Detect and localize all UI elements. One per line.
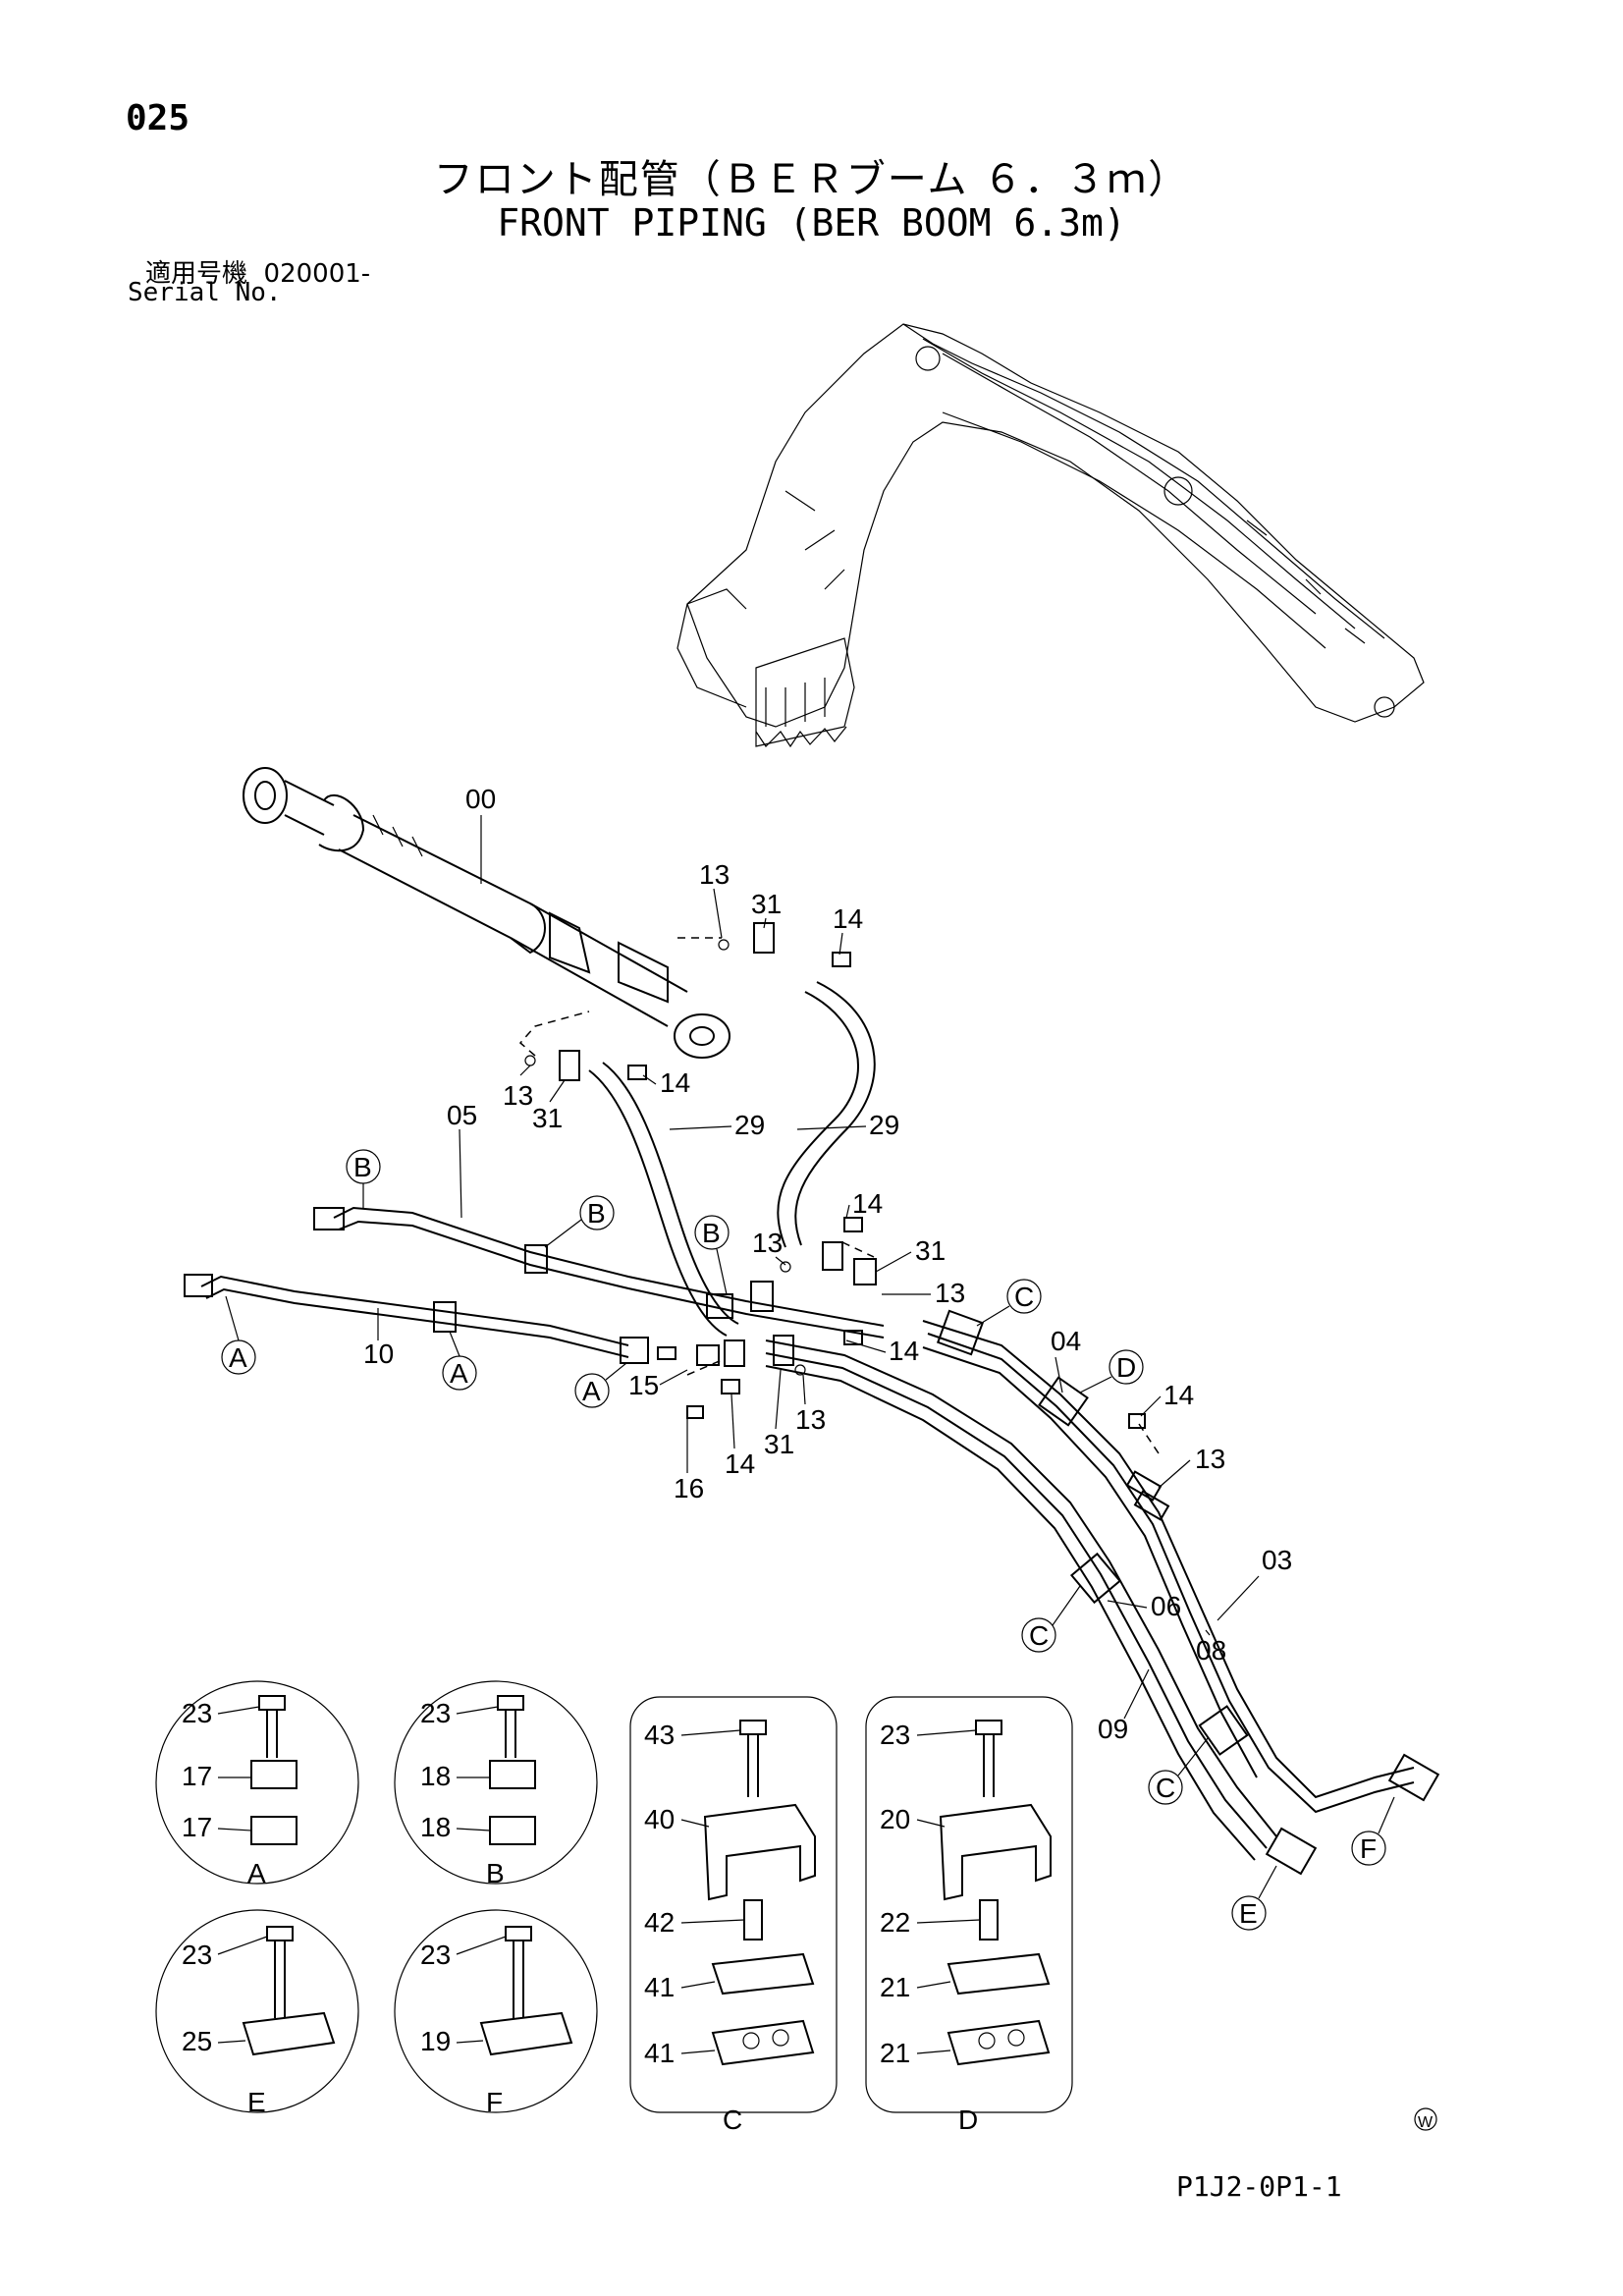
detail-d-label-23: 23 [880,1720,910,1750]
detail-b-label-23: 23 [420,1698,451,1728]
detail-b-label-18-bottom: 18 [420,1812,451,1842]
pipe-clamps [936,1309,1440,1876]
label-08: 08 [1196,1635,1226,1666]
guide-3 [841,1241,875,1258]
w-mark: W [1414,2107,1437,2131]
label-31-c: 31 [915,1235,946,1266]
detail-a-letter: A [247,1858,266,1888]
detail-c-label-40: 40 [644,1804,675,1834]
detail-d-label-21-bottom: 21 [880,2038,910,2068]
label-13-a: 13 [699,859,730,890]
part-labels: 00 13 31 14 13 31 14 05 29 29 14 13 31 1… [363,784,1292,1744]
detail-a: 23 17 17 A [155,1680,359,1888]
callout-d-1: D [1116,1352,1136,1383]
label-31-a: 31 [751,889,782,919]
guide-5 [1138,1423,1160,1454]
guide-4 [686,1359,723,1376]
callout-f-1: F [1360,1833,1377,1864]
label-13-e: 13 [1195,1444,1225,1474]
boom-cylinder [243,767,730,1059]
label-09: 09 [1098,1714,1128,1744]
label-13-f: 13 [795,1404,826,1435]
detail-f-letter: F [486,2087,503,2117]
label-00: 00 [465,784,496,814]
label-31-b: 31 [532,1103,563,1133]
detail-b: 23 18 18 B [394,1680,598,1888]
detail-b-letter: B [486,1858,505,1888]
detail-f-label-23: 23 [420,1940,451,1970]
label-13-b: 13 [503,1080,533,1111]
label-31-d: 31 [764,1429,794,1459]
detail-a-label-17-top: 17 [182,1761,212,1791]
label-14-b: 14 [660,1067,690,1098]
w-mark-letter: W [1418,2114,1434,2131]
detail-e-label-23: 23 [182,1940,212,1970]
detail-e: 23 25 E [155,1909,359,2117]
detail-c-label-43: 43 [644,1720,675,1750]
excavator-boom-overview [676,323,1425,748]
label-29-left: 29 [734,1110,765,1140]
title-english: FRONT PIPING (BER BOOM 6.3m) [497,201,1126,245]
label-15: 15 [628,1370,659,1400]
detail-c-label-41-top: 41 [644,1972,675,2002]
callout-b-3: B [702,1218,721,1248]
label-03: 03 [1262,1545,1292,1575]
pipe-10 [184,1274,649,1364]
label-14-c: 14 [852,1188,883,1219]
label-04: 04 [1051,1326,1081,1356]
detail-d-label-20: 20 [880,1804,910,1834]
label-06: 06 [1151,1591,1181,1621]
detail-c-letter: C [723,2105,742,2135]
callout-e-1: E [1239,1898,1258,1929]
label-10: 10 [363,1339,394,1369]
boom-pipes-right [922,1320,1415,1814]
detail-c: 43 40 42 41 41 C [629,1696,838,2135]
detail-e-label-25: 25 [182,2026,212,2056]
label-16: 16 [674,1473,704,1503]
label-14-e: 14 [1163,1380,1194,1410]
label-29-right: 29 [869,1110,899,1140]
document-code: P1J2-0P1-1 [1176,2170,1342,2203]
serial-label-english: Serial No. [128,278,282,307]
label-14-f: 14 [725,1449,755,1479]
label-14-a: 14 [833,903,863,934]
callout-a-3: A [582,1376,601,1406]
callout-c-2: C [1029,1620,1049,1651]
detail-d-label-22: 22 [880,1907,910,1938]
title-japanese: フロント配管（ＢＥＲブーム ６．３ｍ） [433,157,1190,202]
pipe-05 [313,1206,885,1339]
detail-e-letter: E [247,2087,266,2117]
detail-f-label-19: 19 [420,2026,451,2056]
detail-d-label-21-top: 21 [880,1972,910,2002]
detail-f: 23 19 F [394,1909,598,2117]
callout-c-1: C [1014,1282,1034,1312]
callout-c-3: C [1156,1773,1175,1803]
page-number: 025 [126,98,190,138]
detail-b-label-18-top: 18 [420,1761,451,1791]
detail-d-letter: D [958,2105,978,2135]
label-14-d: 14 [889,1336,919,1366]
label-13-d: 13 [935,1278,965,1308]
serial-label-japanese: 適用号機 020001- [145,259,371,289]
callout-a-2: A [450,1358,468,1389]
detail-c-label-41-bottom: 41 [644,2038,675,2068]
guide-1 [518,1011,590,1057]
clamp-callouts: B B B A A A C D C C E F [221,1149,1395,1931]
detail-d: 23 20 22 21 21 D [865,1696,1073,2135]
detail-c-label-42: 42 [644,1907,675,1938]
fittings [524,922,1146,1429]
callout-a-1: A [229,1342,247,1373]
label-05: 05 [447,1100,477,1130]
callout-b-1: B [353,1152,372,1182]
detail-a-label-23: 23 [182,1698,212,1728]
callout-b-2: B [587,1198,606,1229]
boom-pipes-left [765,1339,1277,1861]
detail-a-label-17-bottom: 17 [182,1812,212,1842]
label-13-c: 13 [752,1228,783,1258]
